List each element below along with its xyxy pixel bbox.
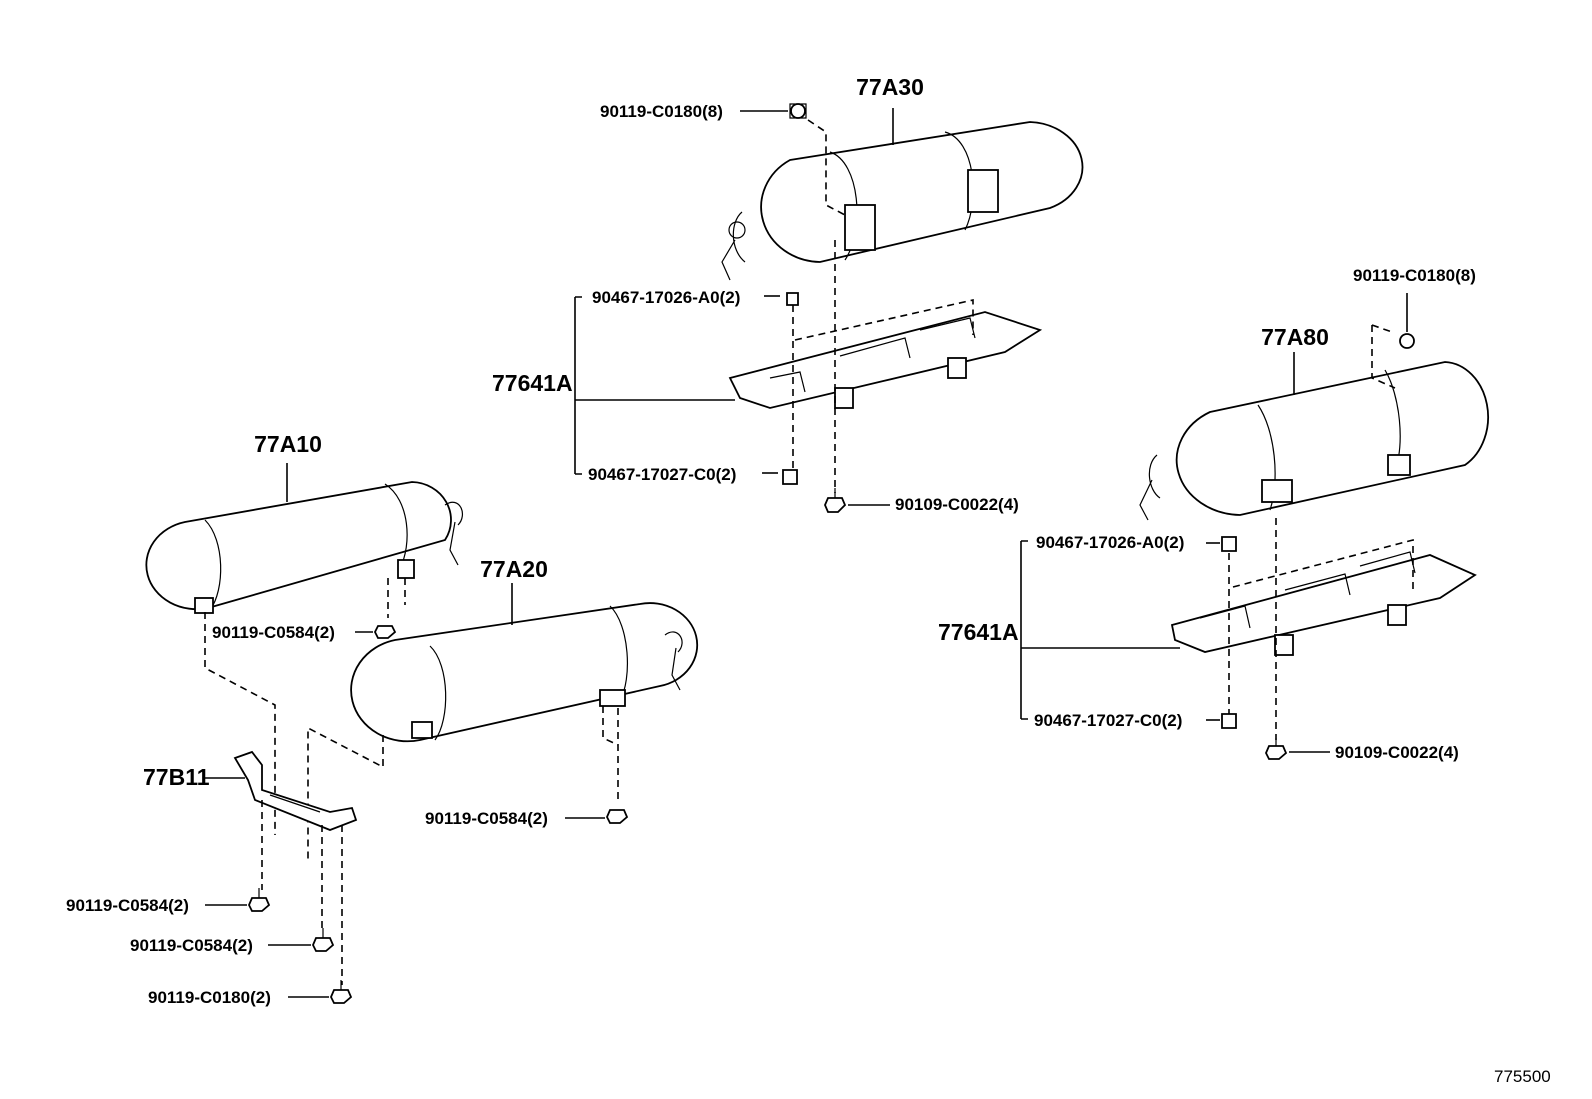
grommet-icon <box>782 469 798 485</box>
label-77641a-right: 77641A <box>938 619 1019 645</box>
grommet-icon <box>1221 536 1237 552</box>
bolt-icon <box>824 488 847 513</box>
pn-r-bolt: 90109-C0022(4) <box>1335 743 1459 762</box>
grommet-icon <box>786 292 799 306</box>
pn-b11-bolt2: 90119-C0584(2) <box>130 936 253 955</box>
label-77a80: 77A80 <box>1261 324 1329 350</box>
bolt-icon <box>1265 738 1288 760</box>
bracket-77641a-right[interactable] <box>1170 551 1477 656</box>
pn-b11-bolt3: 90119-C0180(2) <box>148 988 271 1007</box>
label-77a10: 77A10 <box>254 431 322 457</box>
bolt-icon <box>606 809 629 824</box>
bolt-icon <box>1399 333 1415 349</box>
bolt-icon <box>248 888 271 912</box>
bolt-icon <box>330 980 353 1004</box>
pn-a10-bolt: 90119-C0584(2) <box>212 623 335 642</box>
tank-77a80[interactable] <box>1139 361 1489 521</box>
bolt-icon <box>373 625 397 639</box>
grommet-icon <box>1221 713 1237 729</box>
pn-b11-bolt1: 90119-C0584(2) <box>66 896 189 915</box>
pn-right-top-bolt: 90119-C0180(8) <box>1353 266 1476 285</box>
pn-c-bolt: 90109-C0022(4) <box>895 495 1019 514</box>
label-77a20: 77A20 <box>480 556 548 582</box>
pn-top-bolt: 90119-C0180(8) <box>600 102 723 121</box>
bolt-icon <box>312 928 335 952</box>
figure-id: 775500 <box>1494 1067 1551 1086</box>
bolt-icon <box>789 103 807 119</box>
pn-r-lower-grommet: 90467-17027-C0(2) <box>1034 711 1182 730</box>
tank-77a20[interactable] <box>350 602 699 743</box>
label-77b11: 77B11 <box>143 764 210 790</box>
bracket-77b11[interactable] <box>233 750 358 831</box>
pn-c-lower-grommet: 90467-17027-C0(2) <box>588 465 736 484</box>
bracket-77641a-center[interactable] <box>728 311 1043 409</box>
tank-77a10[interactable] <box>145 481 463 614</box>
label-77641a-center: 77641A <box>492 370 573 396</box>
pn-a20-bolt: 90119-C0584(2) <box>425 809 548 828</box>
tank-77a30[interactable] <box>721 121 1084 281</box>
label-77a30: 77A30 <box>856 74 924 100</box>
pn-c-upper-grommet: 90467-17026-A0(2) <box>592 288 740 307</box>
pn-r-upper-grommet: 90467-17026-A0(2) <box>1036 533 1184 552</box>
